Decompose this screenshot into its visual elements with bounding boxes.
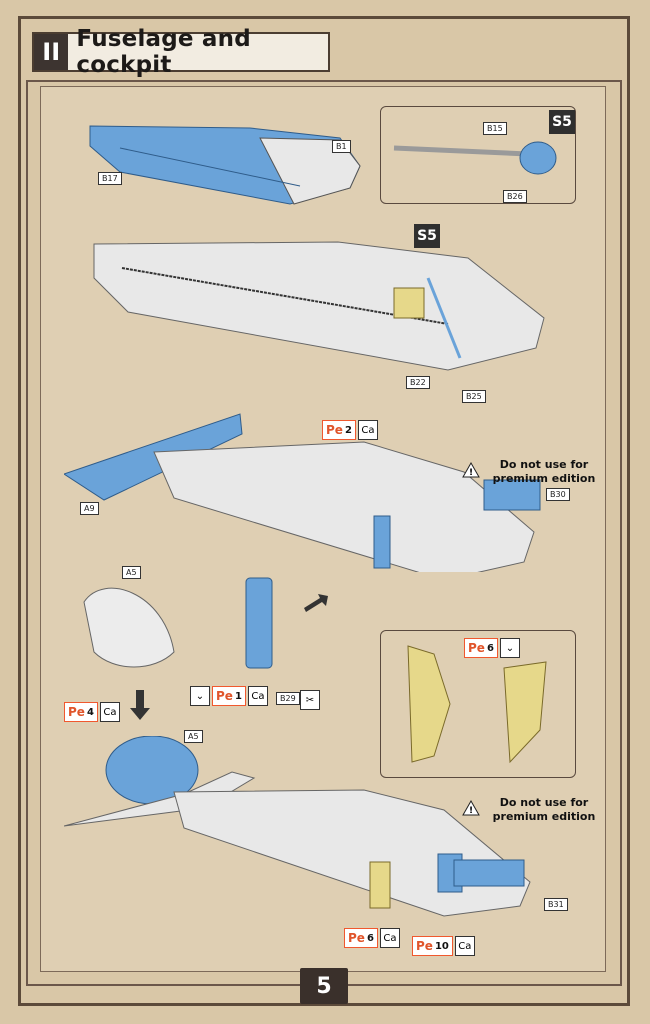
label-a5-top: A5 (122, 566, 141, 579)
section-number: II (34, 34, 69, 70)
fuselage-half-drawing (89, 125, 361, 205)
step-badge-s5: S5 (549, 110, 575, 134)
subassembly-box-pe6 (380, 630, 576, 778)
radiator-part-drawing (245, 577, 273, 669)
fuselage-final-drawing (64, 736, 531, 917)
label-a5-bottom: A5 (184, 730, 203, 743)
label-b31: B31 (544, 898, 568, 911)
note-premium-edition-1: Do not use for premium edition (492, 458, 596, 485)
bend-icon: ⌄ (499, 638, 520, 658)
note-premium-edition-2: Do not use for premium edition (492, 796, 596, 823)
label-b15: B15 (483, 122, 507, 135)
label-b30: B30 (546, 488, 570, 501)
bend-icon: ⌄ (190, 686, 210, 706)
control-column-drawing (393, 141, 557, 175)
label-b1: B1 (332, 140, 351, 153)
label-b22: B22 (406, 376, 430, 389)
fuselage-assembled-drawing (93, 241, 545, 371)
page-number: 5 (300, 968, 348, 1004)
subassembly-box-s5 (380, 106, 576, 204)
step-badge-s5-2: S5 (414, 224, 440, 248)
label-b29: B29 (276, 692, 300, 705)
svg-text:!: ! (469, 806, 473, 816)
pe-plate-flat-drawing (407, 645, 451, 763)
label-b25: B25 (462, 390, 486, 403)
warning-icon: ! (462, 462, 480, 478)
fuselage-step3-drawing (64, 413, 541, 572)
cyanoacrylate-glue-icon: Ca (357, 420, 378, 440)
cyanoacrylate-glue-icon: Ca (247, 686, 268, 706)
label-b17: B17 (98, 172, 122, 185)
page-frame (18, 16, 630, 1006)
warning-icon: ! (462, 800, 480, 816)
svg-text:!: ! (469, 468, 473, 478)
cyanoacrylate-glue-icon: Ca (454, 936, 475, 956)
label-b26: B26 (503, 190, 527, 203)
section-title: Fuselage and cockpit (76, 26, 251, 78)
cyanoacrylate-glue-icon: Ca (99, 702, 120, 722)
arrow-right-icon (304, 594, 328, 612)
cut-icon: ✂ (300, 690, 320, 710)
section-header: II Fuselage and cockpit (32, 26, 330, 78)
rudder-drawing (83, 587, 175, 668)
label-a9: A9 (80, 502, 99, 515)
cyanoacrylate-glue-icon: Ca (379, 928, 400, 948)
pe-plate-bent-drawing (503, 661, 547, 764)
arrow-down-icon (130, 690, 150, 720)
